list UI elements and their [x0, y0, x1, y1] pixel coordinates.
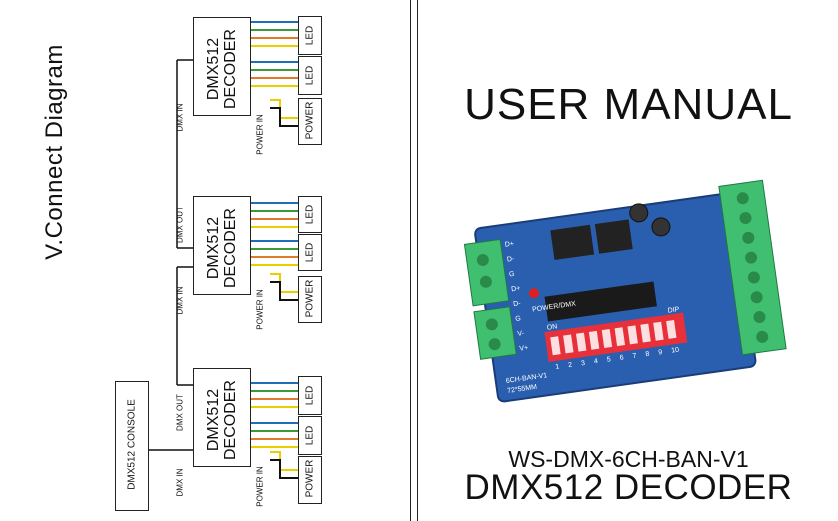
- product-name: DMX512 DECODER: [464, 468, 793, 507]
- wiring-svg: [147, 21, 298, 479]
- decoder-1-line2: DECODER: [222, 29, 239, 110]
- dmx-out-label: DMX OUT: [175, 206, 185, 243]
- dip-key: [563, 334, 574, 354]
- dip-key: [653, 321, 664, 341]
- decoder-label-2: DMX512 DECODER: [205, 198, 239, 298]
- dip-print: DIP: [667, 306, 680, 315]
- led-box: LED: [298, 234, 322, 271]
- dmx-in-label: DMX IN: [175, 468, 185, 497]
- decoder-3-line2: DECODER: [222, 380, 239, 461]
- ic-chip: [550, 224, 595, 261]
- power-box: POWER: [298, 456, 322, 504]
- model-number: WS-DMX-6CH-BAN-V1: [508, 446, 749, 472]
- pin-label: D-: [507, 256, 516, 264]
- dip-key: [575, 332, 587, 352]
- pin-label: V-: [517, 330, 525, 338]
- size-print: 72*55MM: [507, 384, 538, 395]
- pin-label: D+: [511, 285, 521, 293]
- decoder-2-line1: DMX512: [205, 216, 222, 280]
- pin-label: G: [509, 271, 515, 279]
- dmx-in-label: DMX IN: [175, 103, 185, 132]
- dip-number: 1: [555, 363, 560, 370]
- pin-label: D-: [513, 300, 522, 308]
- pin-label: G: [515, 315, 521, 323]
- manual-title: USER MANUAL: [464, 80, 793, 129]
- console-box: DMX512 CONSOLE: [115, 381, 149, 511]
- led-label: LED: [304, 425, 316, 446]
- power-label: POWER: [304, 459, 316, 498]
- dip-number: 4: [594, 358, 599, 365]
- led-wires: [250, 21, 298, 479]
- dip-number: 6: [619, 354, 624, 361]
- decoder-label-1: DMX512 DECODER: [205, 19, 239, 119]
- led-label: LED: [304, 25, 316, 46]
- power-in-label: POWER IN: [255, 289, 265, 330]
- power-wire: [270, 281, 298, 301]
- led-label: LED: [304, 65, 316, 86]
- led-box: LED: [298, 16, 322, 55]
- console-label: DMX512 CONSOLE: [126, 399, 138, 490]
- led-box: LED: [298, 196, 322, 233]
- dip-key: [666, 319, 677, 339]
- dip-key: [601, 329, 613, 348]
- led-box: LED: [298, 416, 322, 455]
- dmx-chain-lines: [147, 59, 193, 451]
- dip-number: 8: [645, 351, 650, 358]
- dip-number: 9: [658, 349, 663, 356]
- manual-cover-panel: USER MANUAL POWER/DMX ON DIP: [417, 0, 838, 521]
- terminal-block-left-top: [463, 238, 510, 307]
- capacitor: [651, 217, 671, 237]
- led-label: LED: [304, 242, 316, 263]
- dmx-in-label: DMX IN: [175, 286, 185, 315]
- pin-label: D+: [504, 241, 514, 249]
- dip-key: [614, 327, 626, 347]
- led-label: LED: [304, 385, 316, 406]
- dip-number: 10: [671, 347, 680, 355]
- dmx-out-label: DMX OUT: [175, 394, 185, 431]
- decoder-label-3: DMX512 DECODER: [205, 370, 239, 470]
- dip-number: 2: [568, 362, 573, 369]
- dip-key: [550, 336, 561, 356]
- connect-diagram-panel: V.Connect Diagram DMX512 DECODER DMX512 …: [0, 0, 411, 521]
- decoder-box-2: DMX512 DECODER: [193, 196, 251, 295]
- led-box: LED: [298, 56, 322, 95]
- dip-key: [627, 325, 638, 345]
- power-label: POWER: [304, 279, 316, 318]
- decoder-box-3: DMX512 DECODER: [193, 368, 251, 467]
- main-chip: [544, 281, 657, 322]
- ic-chip: [594, 219, 633, 254]
- dip-number: 3: [581, 360, 586, 367]
- dip-key: [588, 330, 600, 350]
- dip-on-print: ON: [546, 323, 557, 331]
- power-wire: [270, 459, 298, 479]
- capacitor: [629, 203, 649, 223]
- led-box: LED: [298, 376, 322, 415]
- left-pin-labels: D+ D- G D+ D- G V- V+: [504, 241, 529, 353]
- dip-key: [640, 323, 651, 343]
- pin-label: V+: [519, 345, 529, 353]
- led-label: LED: [304, 204, 316, 225]
- dip-switch-keys: [550, 319, 677, 356]
- power-label: POWER: [304, 101, 316, 140]
- decoder-1-line1: DMX512: [205, 37, 222, 101]
- decoder-box-1: DMX512 DECODER: [193, 17, 251, 116]
- power-wire: [270, 107, 298, 127]
- power-in-label: POWER IN: [255, 114, 265, 155]
- decoder-2-line2: DECODER: [222, 208, 239, 289]
- power-box: POWER: [298, 276, 322, 323]
- terminal-block-left-bottom: [473, 306, 517, 360]
- power-in-label: POWER IN: [255, 466, 265, 507]
- decoder-3-line1: DMX512: [205, 388, 222, 452]
- dip-number: 5: [606, 356, 611, 363]
- dip-number: 7: [632, 353, 637, 360]
- terminal-block-right: [718, 179, 787, 356]
- power-led: [528, 288, 539, 299]
- power-box: POWER: [298, 98, 322, 145]
